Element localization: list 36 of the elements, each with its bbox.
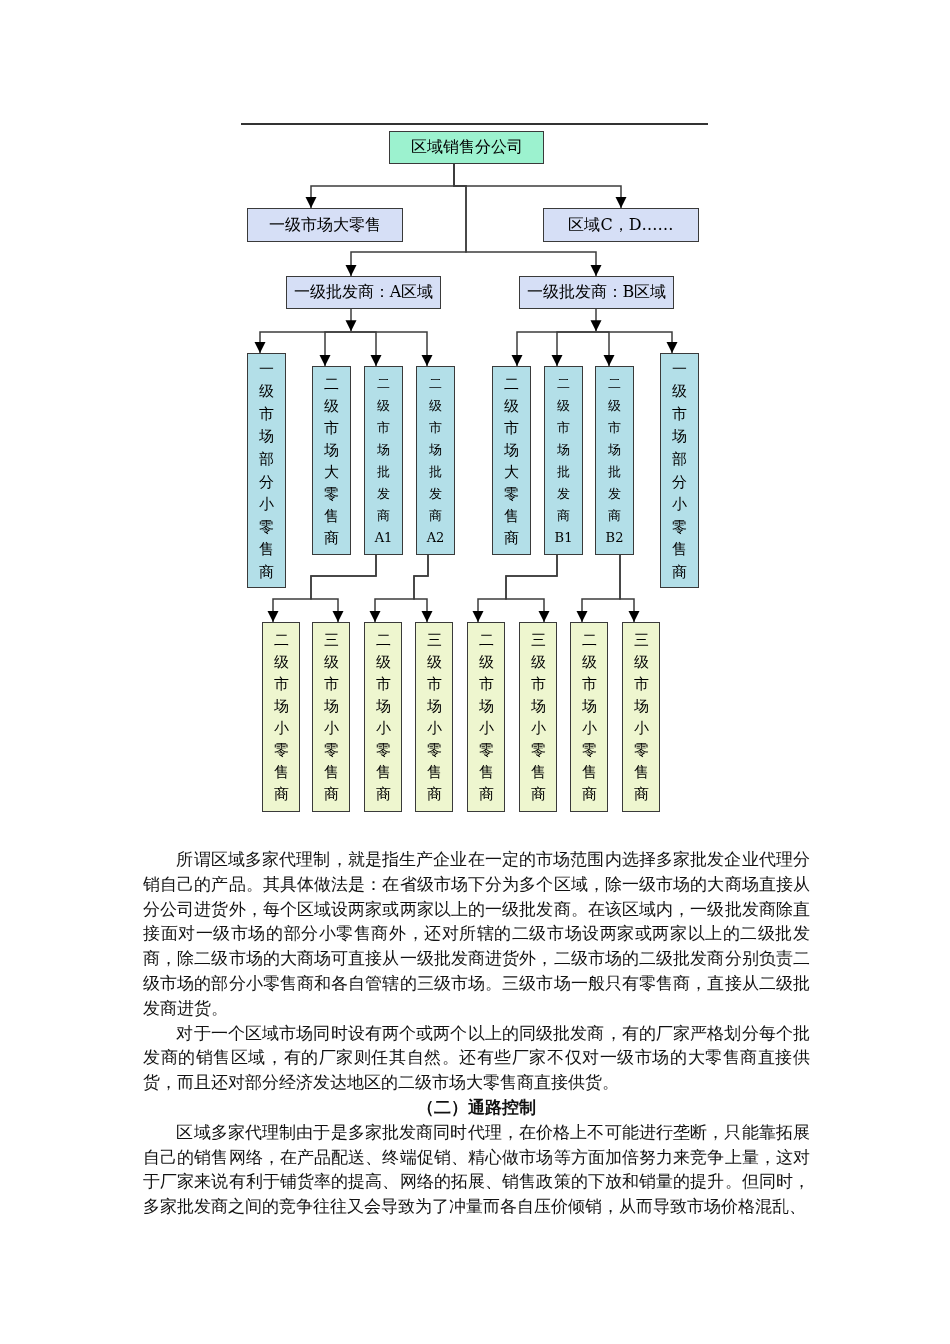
org-chart-box: 二级市场批发商B1 <box>544 366 583 555</box>
org-chart-box: 区域销售分公司 <box>389 131 544 164</box>
section-heading: （二）通路控制 <box>416 1095 537 1119</box>
arrow <box>505 554 558 623</box>
arrow <box>413 554 433 623</box>
paragraph: 区域多家代理制由于是多家批发商同时代理，在价格上不可能进行垄断，只能靠拓展自己的销售网络，在产品配送、终端促销、精心做市场等方面加倍努力来竞争上量，这对于厂家来说有利于铺货率的提高、网络的拓展、销售政策的下放和销量的提升。但同时，多家批发商之间的竞争往往又会导致为了冲量而各自压价倾销，从而导致市场价格混乱、 <box>143 1120 810 1219</box>
arrow <box>453 163 602 277</box>
arrow <box>319 331 352 367</box>
arrow <box>551 331 597 367</box>
org-chart-box: 三级市场小零售商 <box>415 622 453 812</box>
arrow <box>619 554 640 623</box>
org-chart-box: 二级市场小零售商 <box>364 622 402 812</box>
org-chart-box: 一级市场大零售 <box>247 208 403 242</box>
org-chart-box: 二级市场大零售商 <box>312 366 351 555</box>
org-chart-box: 三级市场小零售商 <box>519 622 557 812</box>
org-chart-box: 区域C，D…… <box>543 208 699 242</box>
org-chart-box: 二级市场小零售商 <box>467 622 505 812</box>
arrow <box>350 331 433 367</box>
org-chart-box: 一级市场部分小零售商 <box>660 353 699 588</box>
org-chart-box: 二级市场批发商A1 <box>364 366 403 555</box>
org-chart-box: 二级市场批发商B2 <box>595 366 634 555</box>
paragraph: 对于一个区域市场同时设有两个或两个以上的同级批发商，有的厂家严格划分每个批发商的销售区域，有的厂家则任其自然。还有些厂家不仅对一级市场的大零售商直接供货，而且还对部分经济发达地区的二级市场大零售商直接供货。 <box>143 1021 810 1095</box>
org-chart-box: 三级市场小零售商 <box>312 622 350 812</box>
org-chart-box: 一级批发商：B区域 <box>519 276 674 309</box>
arrow <box>595 331 678 354</box>
paragraph: 所谓区域多家代理制，就是指生产企业在一定的市场范围内选择多家批发企业代理分销自己的产品。其具体做法是：在省级市场下分为多个区域，除一级市场的大商场直接从分公司进货外，每个区域设两家或两家以上的一级批发商。在该区域内，一级批发商除直接面对一级市场的部分小零售商外，还对所辖的二级市场设两家或两家以上的二级批发商，除二级市场的大商场可直接从一级批发商进货外，二级市场的二级批发商分别负责二级市场的部分小零售商和各自管辖的三级市场。三级市场一般只有零售商，直接从二级批发商进货。 <box>143 848 810 1020</box>
org-chart-box: 二级市场小零售商 <box>570 622 608 812</box>
arrow <box>310 554 377 623</box>
arrow <box>345 308 357 332</box>
org-chart-box: 二级市场小零售商 <box>262 622 300 812</box>
org-chart-box: 一级市场部分小零售商 <box>247 353 286 588</box>
org-chart-box: 二级市场批发商A2 <box>416 366 455 555</box>
org-chart-box: 三级市场小零售商 <box>622 622 660 812</box>
org-chart-box: 二级市场大零售商 <box>492 366 531 555</box>
org-chart-box: 一级批发商：A区域 <box>286 276 441 309</box>
arrow <box>590 308 602 332</box>
